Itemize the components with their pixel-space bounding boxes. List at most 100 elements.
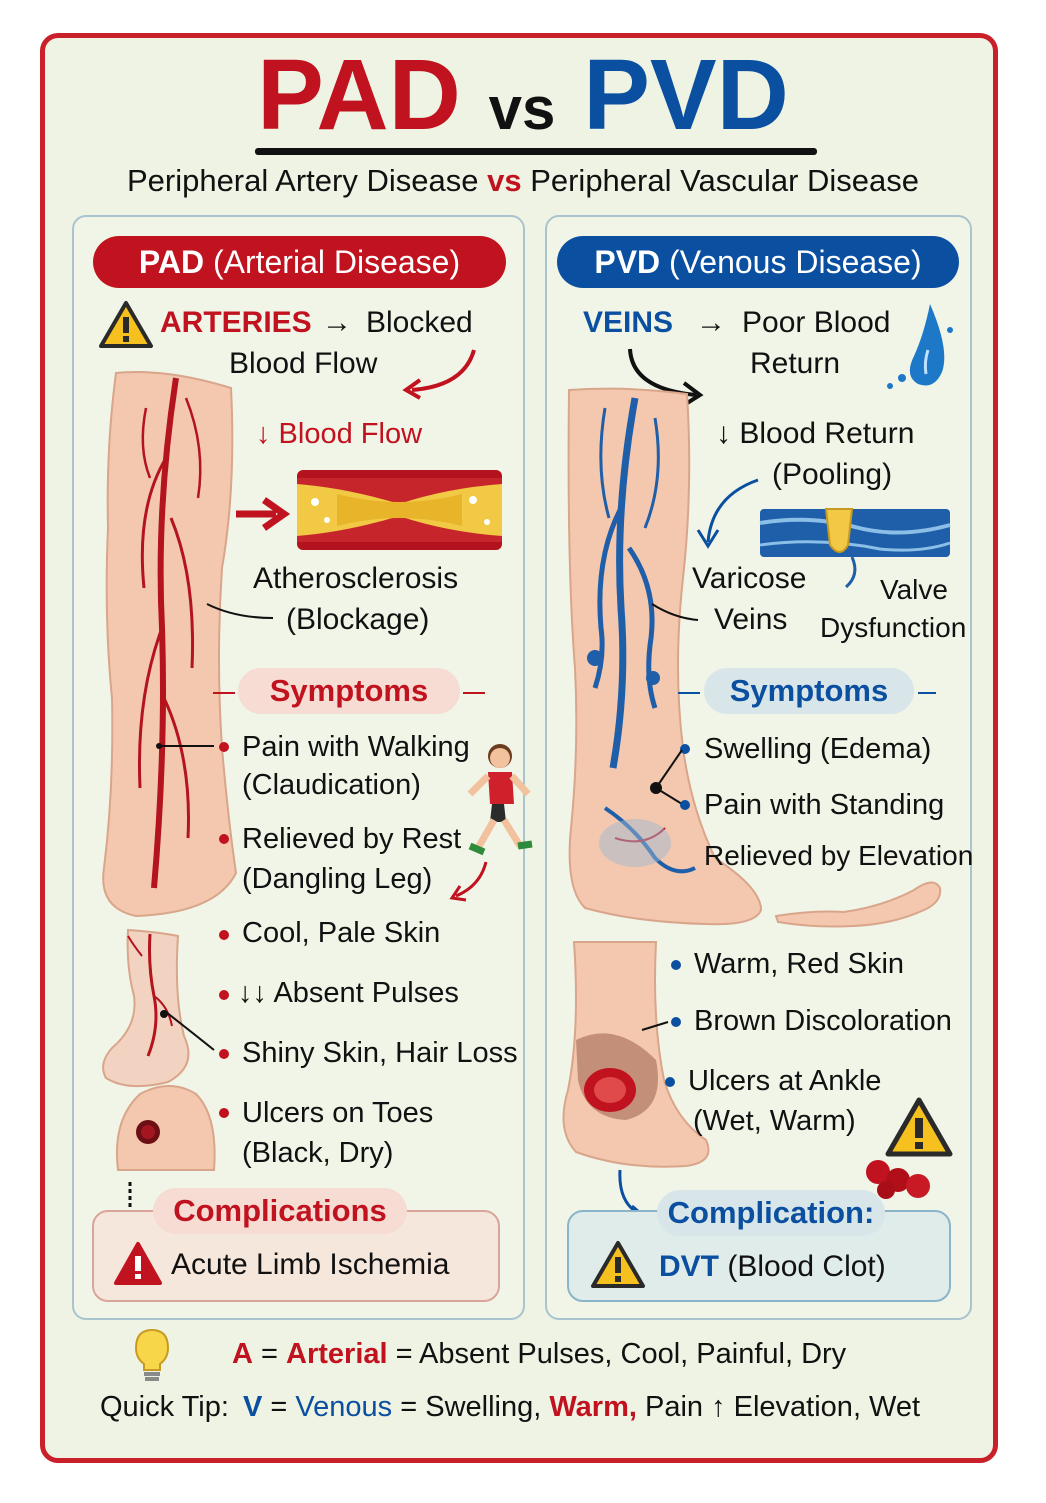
pad-symptom-5: Shiny Skin, Hair Loss	[242, 1037, 518, 1069]
pooling-label: (Pooling)	[772, 458, 893, 491]
atherosclerosis-label: Atherosclerosis	[253, 562, 459, 595]
bullet-dot	[665, 1077, 675, 1087]
pvd-complication-bold: DVT	[659, 1250, 719, 1283]
title-vs: vs	[488, 75, 556, 142]
tip-venous-line: Quick Tip: V = Venous = Swelling, Warm, …	[100, 1387, 920, 1427]
pad-header: PAD (Arterial Disease)	[93, 236, 506, 288]
warning-icon	[591, 1241, 645, 1288]
water-drop-icon	[887, 304, 953, 389]
curved-arrow-icon	[402, 349, 476, 400]
page-title: PAD vs PVD	[0, 45, 1046, 159]
arteries-arrow: →	[322, 306, 352, 339]
elevated-leg-illustration	[774, 881, 942, 928]
tip-a: A	[232, 1338, 253, 1370]
bullet-dot	[219, 742, 229, 752]
pointer-line	[641, 1021, 669, 1031]
lightbulb-icon	[134, 1328, 170, 1381]
dysfunction-label: Dysfunction	[820, 612, 967, 643]
blood-flow-down-label: ↓ Blood Flow	[256, 418, 423, 450]
bullet-dot	[680, 744, 690, 754]
bullet-dot	[671, 960, 681, 970]
blood-flow-label: Blood Flow	[229, 347, 378, 380]
toe-ulcer-illustration	[115, 1085, 216, 1171]
symptoms-line-right	[918, 692, 936, 694]
warning-icon	[885, 1097, 953, 1157]
tip-arterial-line: A = Arterial = Absent Pulses, Cool, Pain…	[232, 1334, 846, 1374]
bullet-dot	[219, 1108, 229, 1118]
tip-venous-desc-1: Swelling,	[425, 1391, 542, 1423]
pad-header-rest: (Arterial Disease)	[212, 244, 461, 280]
tip-arterial: Arterial	[286, 1338, 388, 1370]
pad-complication-text: Acute Limb Ischemia	[171, 1248, 450, 1281]
subtitle-part2: Peripheral Vascular Disease	[530, 163, 920, 198]
pvd-symptom-5: Brown Discoloration	[694, 1005, 952, 1037]
blood-return-label: ↓ Blood Return	[716, 417, 915, 450]
tip-label: Quick Tip:	[100, 1391, 229, 1423]
pvd-header-bold: PVD	[594, 244, 661, 280]
pointer-line	[650, 749, 683, 805]
warning-icon	[99, 301, 153, 348]
pvd-symptom-4: Warm, Red Skin	[694, 948, 905, 980]
pvd-header-rest: (Venous Disease)	[669, 244, 922, 280]
venous-leg-illustration	[567, 387, 763, 926]
tip-warm: Warm,	[549, 1391, 637, 1423]
tip-v: V	[243, 1391, 263, 1423]
title-underline	[255, 148, 817, 155]
pointer-line	[651, 603, 699, 621]
curved-arrow-icon	[696, 478, 759, 549]
blocked-artery-illustration	[297, 470, 502, 550]
pointer-line	[206, 603, 274, 619]
blood-clot-icon	[866, 1160, 930, 1199]
pvd-symptom-6b: (Wet, Warm)	[693, 1105, 856, 1137]
pad-symptom-6b: (Black, Dry)	[242, 1137, 394, 1169]
tip-eq: =	[400, 1391, 418, 1423]
title-pad: PAD	[257, 39, 461, 151]
bullet-dot	[219, 834, 229, 844]
pvd-symptom-6: Ulcers at Ankle	[688, 1065, 882, 1097]
valve-label: Valve	[880, 574, 948, 605]
vein-valve-illustration	[759, 508, 951, 589]
pad-symptom-3: Cool, Pale Skin	[242, 917, 441, 949]
subtitle-vs: vs	[487, 163, 522, 198]
tip-eq: =	[270, 1391, 288, 1423]
arteries-label: ARTERIES	[160, 306, 312, 339]
pale-foot-illustration	[102, 928, 190, 1088]
pad-symptom-1: Pain with Walking	[242, 731, 470, 763]
bullet-dot	[680, 800, 690, 810]
title-pvd: PVD	[583, 39, 789, 151]
ankle-ulcer-illustration	[562, 941, 710, 1168]
pad-symptom-2: Relieved by Rest	[242, 823, 462, 855]
pvd-complication-rest: (Blood Clot)	[727, 1250, 886, 1283]
page-subtitle: Peripheral Artery Disease vs Peripheral …	[0, 163, 1046, 199]
bullet-dot	[671, 1017, 681, 1027]
symptoms-line-right	[463, 692, 485, 694]
curved-arrow-icon	[449, 861, 488, 902]
pointer-line	[165, 1011, 215, 1051]
bullet-dot	[219, 1049, 229, 1059]
pvd-complication-text: DVT (Blood Clot)	[659, 1247, 886, 1287]
pvd-symptoms-title: Symptoms	[704, 668, 914, 714]
arterial-leg-illustration	[102, 371, 238, 918]
tip-venous-desc-2: Pain ↑ Elevation, Wet	[644, 1391, 921, 1423]
varicose-label: Varicose	[692, 562, 807, 595]
tip-venous: Venous	[295, 1391, 393, 1423]
tip-eq: =	[395, 1338, 413, 1370]
pointer-line	[156, 743, 214, 749]
return-label: Return	[750, 347, 841, 380]
pad-symptom-6: Ulcers on Toes	[242, 1097, 434, 1129]
pvd-symptom-1: Swelling (Edema)	[704, 733, 932, 765]
tip-arterial-desc: Absent Pulses, Cool, Painful, Dry	[419, 1338, 847, 1370]
warning-icon	[114, 1242, 162, 1285]
pad-symptoms-title: Symptoms	[238, 668, 460, 714]
blocked-label: Blocked	[366, 306, 473, 339]
symptoms-line-left	[678, 692, 700, 694]
pad-symptom-2b: (Dangling Leg)	[242, 863, 433, 895]
pad-symptom-4: ↓↓ Absent Pulses	[238, 977, 459, 1009]
veins-label: VEINS	[583, 306, 674, 339]
bullet-dot	[219, 990, 229, 1000]
pad-symptom-1b: (Claudication)	[242, 769, 421, 801]
pvd-header: PVD (Venous Disease)	[557, 236, 959, 288]
walking-person-icon	[467, 744, 533, 856]
blockage-label: (Blockage)	[286, 603, 430, 636]
pvd-complications-title: Complication:	[657, 1190, 885, 1236]
